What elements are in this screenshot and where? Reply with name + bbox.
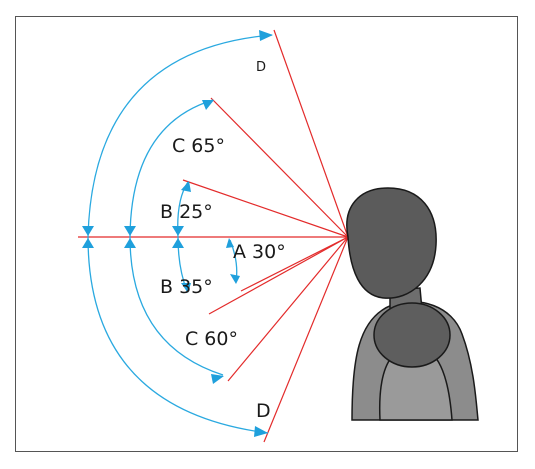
label-b-upper: B 25°: [160, 201, 213, 223]
arrowhead-icon: [211, 374, 224, 384]
label-c-upper: C 65°: [172, 135, 225, 157]
arc-d: [87, 34, 273, 434]
shoulder: [373, 302, 451, 368]
arc-c: [129, 99, 224, 376]
head: [346, 187, 437, 299]
arrowhead-icon: [124, 238, 136, 248]
label-c-lower: C 60°: [185, 328, 238, 350]
arrowhead-icon: [254, 426, 268, 437]
arc-b: [177, 181, 189, 292]
arrowhead-icon: [230, 274, 240, 284]
arrowhead-icon: [202, 100, 214, 110]
arrowhead-icon: [82, 238, 94, 248]
arrowhead-icon: [82, 226, 94, 236]
ray-c-upper: [210, 97, 349, 238]
ray-b-lower: [208, 236, 349, 315]
arrowhead-icon: [259, 30, 273, 41]
ray-c-lower: [227, 236, 349, 382]
arrowheads: [82, 30, 273, 437]
person-silhouette-icon: [346, 187, 479, 421]
label-b-lower: B 35°: [160, 276, 213, 298]
arrowhead-icon: [172, 226, 184, 236]
sight-rays: [182, 29, 349, 443]
label-d-bottom: D: [256, 400, 271, 422]
ray-b-upper: [182, 179, 349, 238]
ray-d-lower: [263, 236, 349, 443]
arrowhead-icon: [172, 238, 184, 248]
arrowhead-icon: [181, 181, 191, 192]
label-a: A 30°: [233, 241, 286, 263]
arrowhead-icon: [181, 283, 191, 293]
ray-d-upper: [273, 29, 349, 238]
label-d-top: D: [256, 60, 266, 75]
arrowhead-icon: [124, 226, 136, 236]
arrowhead-icon: [226, 238, 234, 248]
angle-arcs: [87, 34, 273, 434]
ray-a-lower: [240, 236, 349, 292]
